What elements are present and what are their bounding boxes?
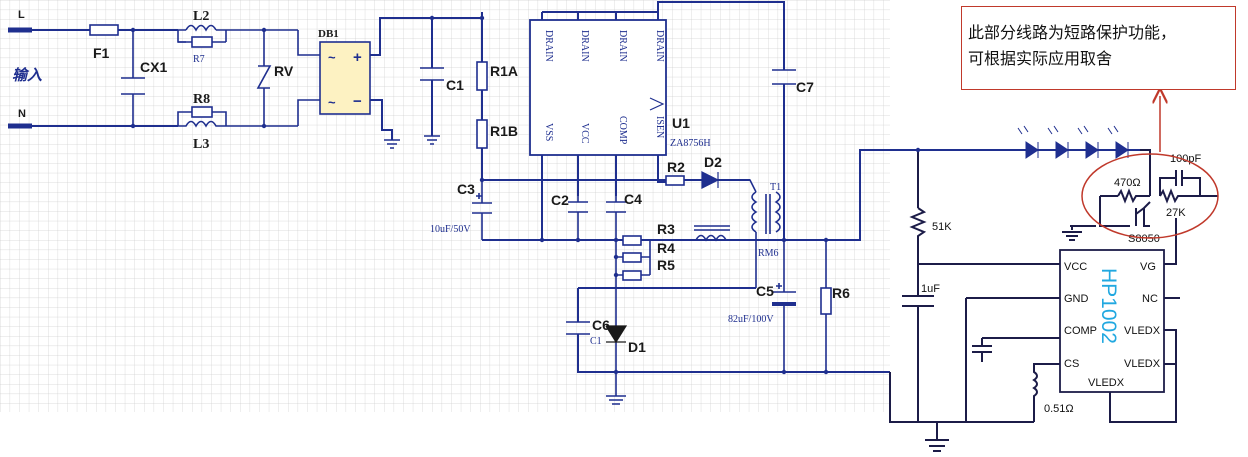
u1-part: ZA8756H (670, 138, 711, 149)
r3-label: R3 (657, 221, 675, 237)
led-4-icon (1107, 125, 1129, 159)
r8-label: R8 (193, 92, 210, 107)
c7-label: C7 (796, 79, 814, 95)
annotation-note: 此部分线路为短路保护功能， 可根据实际应用取舍 (961, 6, 1236, 90)
rm6-label: RM6 (758, 248, 779, 259)
resistor-r2 (665, 175, 685, 186)
note-line-1: 此部分线路为短路保护功能， (968, 23, 1177, 42)
input-L-label: L (18, 9, 25, 21)
input-label: 输入 (12, 66, 42, 84)
led-1-icon (1017, 125, 1039, 159)
note-line-2: 可根据实际应用取舍 (968, 49, 1113, 68)
r2-label: R2 (667, 159, 685, 175)
hp1002-pin-vledx1: VLEDX (1124, 325, 1161, 337)
d2-label: D2 (704, 154, 722, 170)
resistor-r6 (820, 287, 832, 315)
svg-text:~: ~ (328, 50, 336, 65)
u1-pin-vcc: VCC (579, 123, 590, 144)
c6-sub: C1 (590, 336, 602, 347)
led-string (1017, 125, 1151, 196)
c3-value: 10uF/50V (430, 224, 471, 235)
l2-label: L2 (193, 9, 209, 24)
hp1002-name: HP1002 (1097, 268, 1120, 344)
c3-label: C3 (457, 181, 475, 197)
resistor-r1a (476, 61, 488, 91)
db1-label: DB1 (318, 28, 339, 40)
r5-label: R5 (657, 257, 675, 273)
u1-pin-comp: COMP (617, 116, 628, 145)
c6-label: C6 (592, 317, 610, 333)
c5-value: 82uF/100V (728, 314, 774, 325)
rv-label: RV (274, 63, 294, 79)
c4-label: C4 (624, 191, 642, 207)
r27k-label: 27K (1166, 207, 1186, 219)
input-N-label: N (18, 108, 26, 120)
u1-pin-vss: VSS (543, 123, 554, 141)
led-2-icon (1047, 125, 1069, 159)
c1-label: C1 (446, 77, 464, 93)
cx1-label: CX1 (140, 59, 167, 75)
hp1002-pin-vledx2: VLEDX (1124, 358, 1161, 370)
hp1002-pin-vg: VG (1140, 261, 1156, 273)
r51k-label: 51K (932, 221, 952, 233)
svg-text:+: + (353, 49, 362, 66)
u1-pin-drain1: DRAIN (543, 30, 554, 62)
resistor-r4 (622, 252, 642, 263)
led-3-icon (1077, 125, 1099, 159)
highlight-circle (1081, 153, 1219, 239)
resistor-r1b (476, 119, 488, 149)
hp1002-pin-cs: CS (1064, 358, 1079, 370)
bottom-network: C6 C1 D1 (566, 275, 890, 405)
resistor-r3 (622, 235, 642, 246)
t1-label: T1 (770, 182, 781, 193)
c100p-label: 100pF (1170, 153, 1201, 165)
ic-u1: DRAIN DRAIN DRAIN DRAIN VSS VCC COMP ISE… (529, 11, 711, 240)
fuse-f1 (89, 24, 119, 36)
u1-pin-isen: ISEN (654, 116, 665, 138)
startup-resistors: R1A R1B (476, 15, 518, 180)
r470-label: 470Ω (1114, 177, 1141, 189)
r7-label: R7 (193, 54, 205, 65)
aux-winding: R2 D2 T1 RM6 (665, 154, 787, 288)
cap-c1: C1 (420, 15, 464, 145)
cap-c7: C7 (657, 1, 814, 240)
hp1002-pin-vledx3: VLEDX (1088, 377, 1125, 389)
c1uf-label: 1uF (921, 283, 940, 295)
s8050-label: S8050 (1128, 233, 1160, 245)
output-caps: C5 82uF/100V R6 (728, 149, 1140, 372)
driver-network: 51K 1uF 0.51Ω (889, 147, 1074, 452)
l3-label: L3 (193, 137, 209, 152)
sense-resistors: R3 R4 R5 (613, 221, 730, 281)
resistor-r5 (622, 270, 642, 281)
r1b-label: R1B (490, 123, 518, 139)
input-section: L N 输入 F1 CX1 L2 R7 R8 L3 RV (8, 9, 320, 152)
r051-label: 0.51Ω (1044, 403, 1074, 415)
grid-background (0, 0, 890, 412)
hp1002-pin-nc: NC (1142, 293, 1158, 305)
short-protection: 470Ω 100pF 27K S8050 (1062, 96, 1219, 245)
hp1002-pin-vcc: VCC (1064, 261, 1087, 273)
r4-label: R4 (657, 240, 675, 256)
c2-label: C2 (551, 192, 569, 208)
u1-pin-drain2: DRAIN (579, 30, 590, 62)
svg-text:~: ~ (328, 95, 336, 110)
u1-pin-drain3: DRAIN (617, 30, 628, 62)
u1-label: U1 (672, 115, 690, 131)
svg-text:−: − (353, 93, 362, 110)
r1a-label: R1A (490, 63, 518, 79)
f1-label: F1 (93, 45, 110, 61)
hp1002-pin-comp: COMP (1064, 325, 1097, 337)
hp1002-pin-gnd: GND (1064, 293, 1089, 305)
resistor-r8 (191, 106, 213, 118)
bridge-db1: DB1 ~ ~ + − (318, 12, 483, 149)
resistor-r7 (191, 36, 213, 48)
c5-label: C5 (756, 283, 774, 299)
ic-hp1002: VCC GND COMP CS VG NC VLEDX VLEDX VLEDX … (1059, 218, 1180, 423)
u1-pin-drain4: DRAIN (654, 30, 665, 62)
r6-label: R6 (832, 285, 850, 301)
d1-label: D1 (628, 339, 646, 355)
